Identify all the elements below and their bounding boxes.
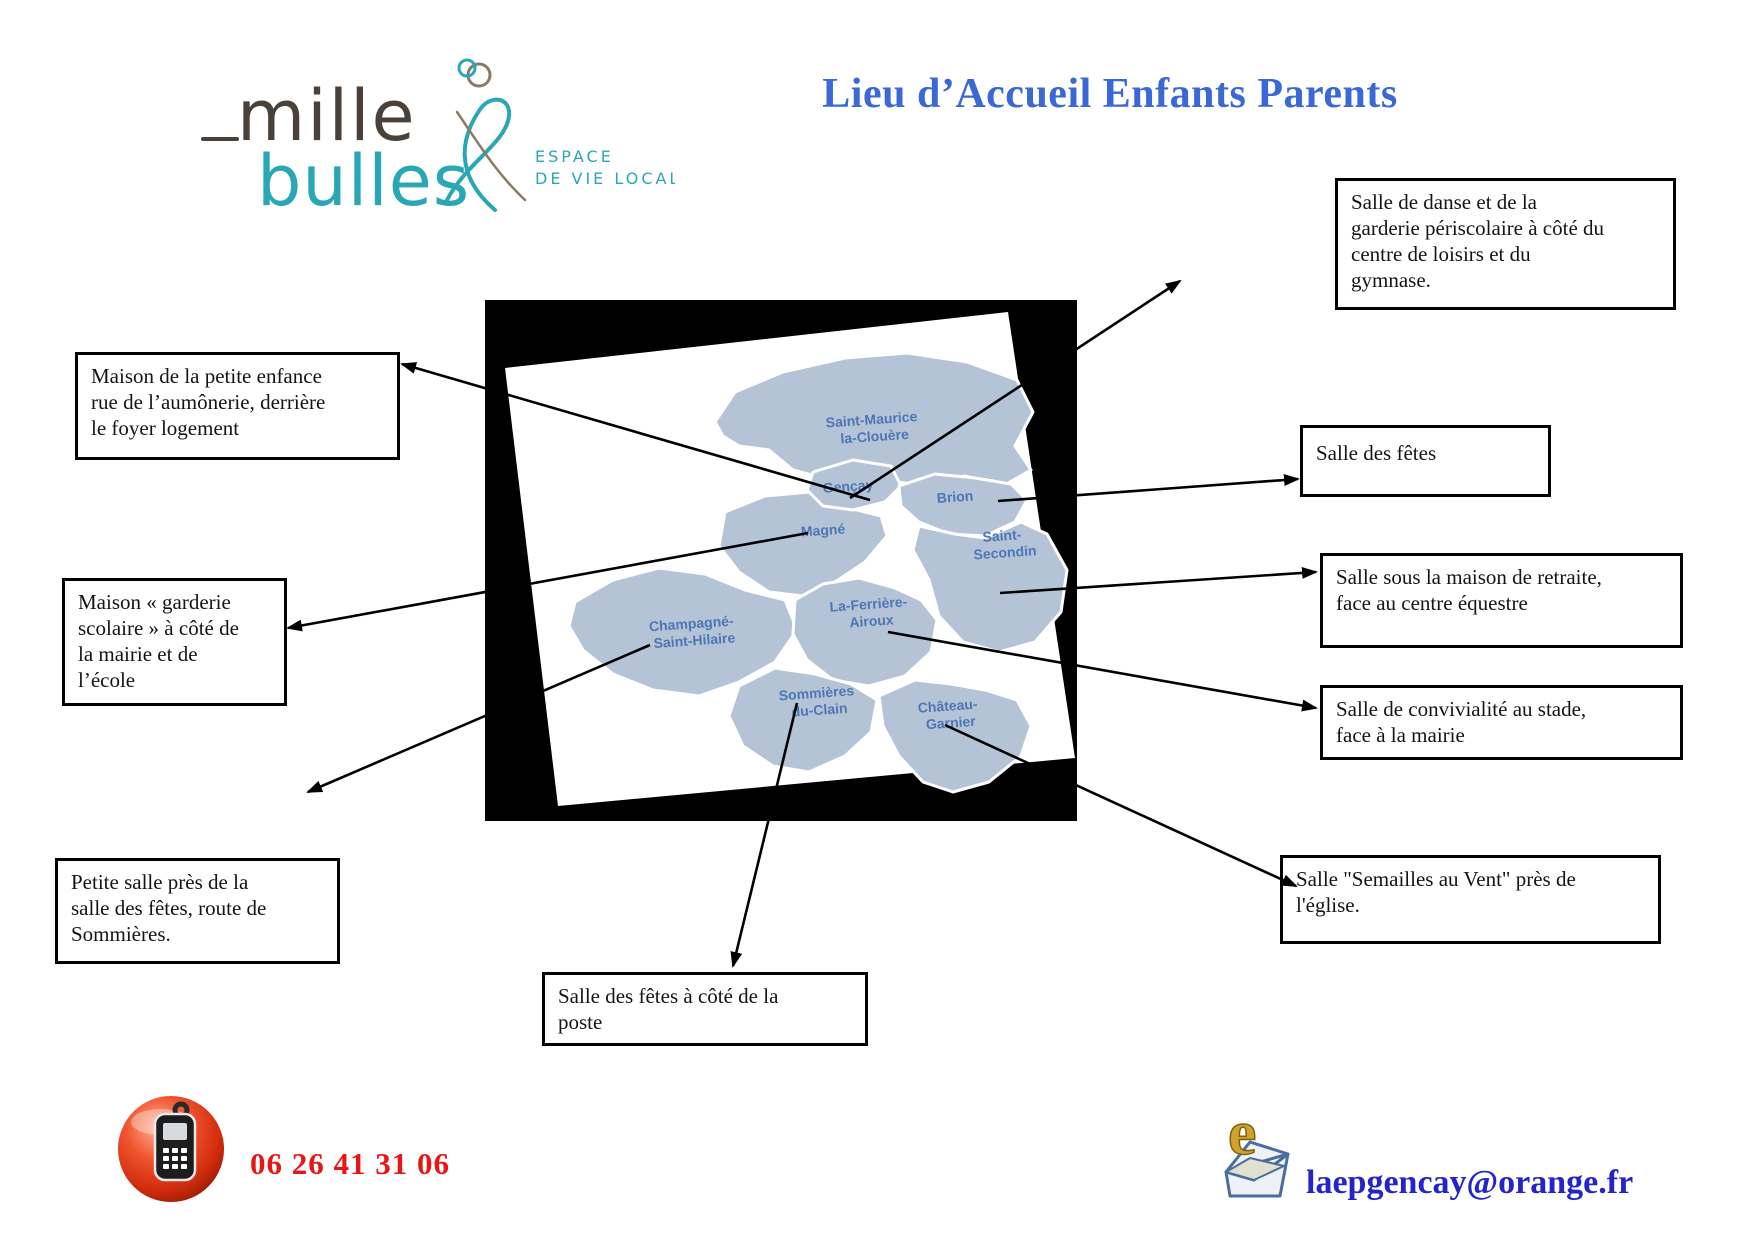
page-title: Lieu d’Accueil Enfants Parents bbox=[822, 71, 1398, 117]
logo-word-mille: mille bbox=[237, 75, 417, 157]
phone-icon bbox=[118, 1096, 224, 1202]
commune-label-sommieres-du-clain: Sommières du-Clain bbox=[778, 682, 859, 720]
phone-number: 06 26 41 31 06 bbox=[250, 1146, 450, 1181]
commune-label-brion: Brion bbox=[936, 487, 974, 506]
mille-bulles-logo: mille bulles ESPACE DE VIE LOCALE bbox=[201, 58, 675, 222]
commune-label-saint-maurice: Saint-Maurice la-Clouère bbox=[825, 408, 923, 448]
callout-salle-danse: Salle de danse et de la garderie périsco… bbox=[1335, 178, 1676, 310]
callout-salle-semailles: Salle "Semailles au Vent" près de l'égli… bbox=[1280, 855, 1661, 944]
callout-petite-salle: Petite salle près de la salle des fêtes,… bbox=[55, 858, 340, 964]
logo-tagline-line1: ESPACE bbox=[535, 147, 614, 166]
callout-maison-petite-enfance: Maison de la petite enfance rue de l’aum… bbox=[75, 352, 400, 460]
logo-tagline: ESPACE DE VIE LOCALE bbox=[535, 147, 675, 188]
map-illustration: Saint-Maurice la-Clouère Gençay Brion Ma… bbox=[505, 312, 1075, 806]
email-address: laepgencay@orange.fr bbox=[1306, 1164, 1634, 1201]
commune-label-la-ferriere-airoux: La-Ferrière- Airoux bbox=[829, 593, 913, 632]
commune-label-saint-secondin: Saint- Secondin bbox=[972, 525, 1037, 562]
gold-e-glyph: e bbox=[1228, 1097, 1256, 1168]
callout-salle-poste: Salle des fêtes à côté de la poste bbox=[542, 972, 868, 1046]
logo-wordmark: mille bulles bbox=[201, 75, 470, 222]
callout-salle-convivialite: Salle de convivialité au stade, face à l… bbox=[1320, 685, 1683, 760]
email-icon: e bbox=[1224, 1096, 1290, 1198]
callout-salle-retraite: Salle sous la maison de retraite, face a… bbox=[1320, 553, 1683, 648]
commune-label-champagne-saint-hilaire: Champagné- Saint-Hilaire bbox=[648, 612, 739, 651]
envelope-glyph bbox=[1224, 1140, 1290, 1198]
ribbon-icon bbox=[445, 58, 527, 212]
commune-shape-saint-secondin bbox=[911, 520, 1069, 654]
callout-salle-des-fetes: Salle des fêtes bbox=[1300, 425, 1551, 497]
callout-maison-garderie: Maison « garderie scolaire » à côté de l… bbox=[62, 578, 287, 706]
commune-label-magne: Magné bbox=[800, 520, 846, 539]
territory-map: Saint-Maurice la-Clouère Gençay Brion Ma… bbox=[485, 300, 1077, 821]
commune-label-chateau-garnier: Château- Garnier bbox=[917, 695, 983, 732]
phone-glyph bbox=[153, 1101, 197, 1182]
logo-tagline-line2: DE VIE LOCALE bbox=[535, 169, 675, 188]
logo-word-bulles: bulles bbox=[257, 140, 470, 222]
